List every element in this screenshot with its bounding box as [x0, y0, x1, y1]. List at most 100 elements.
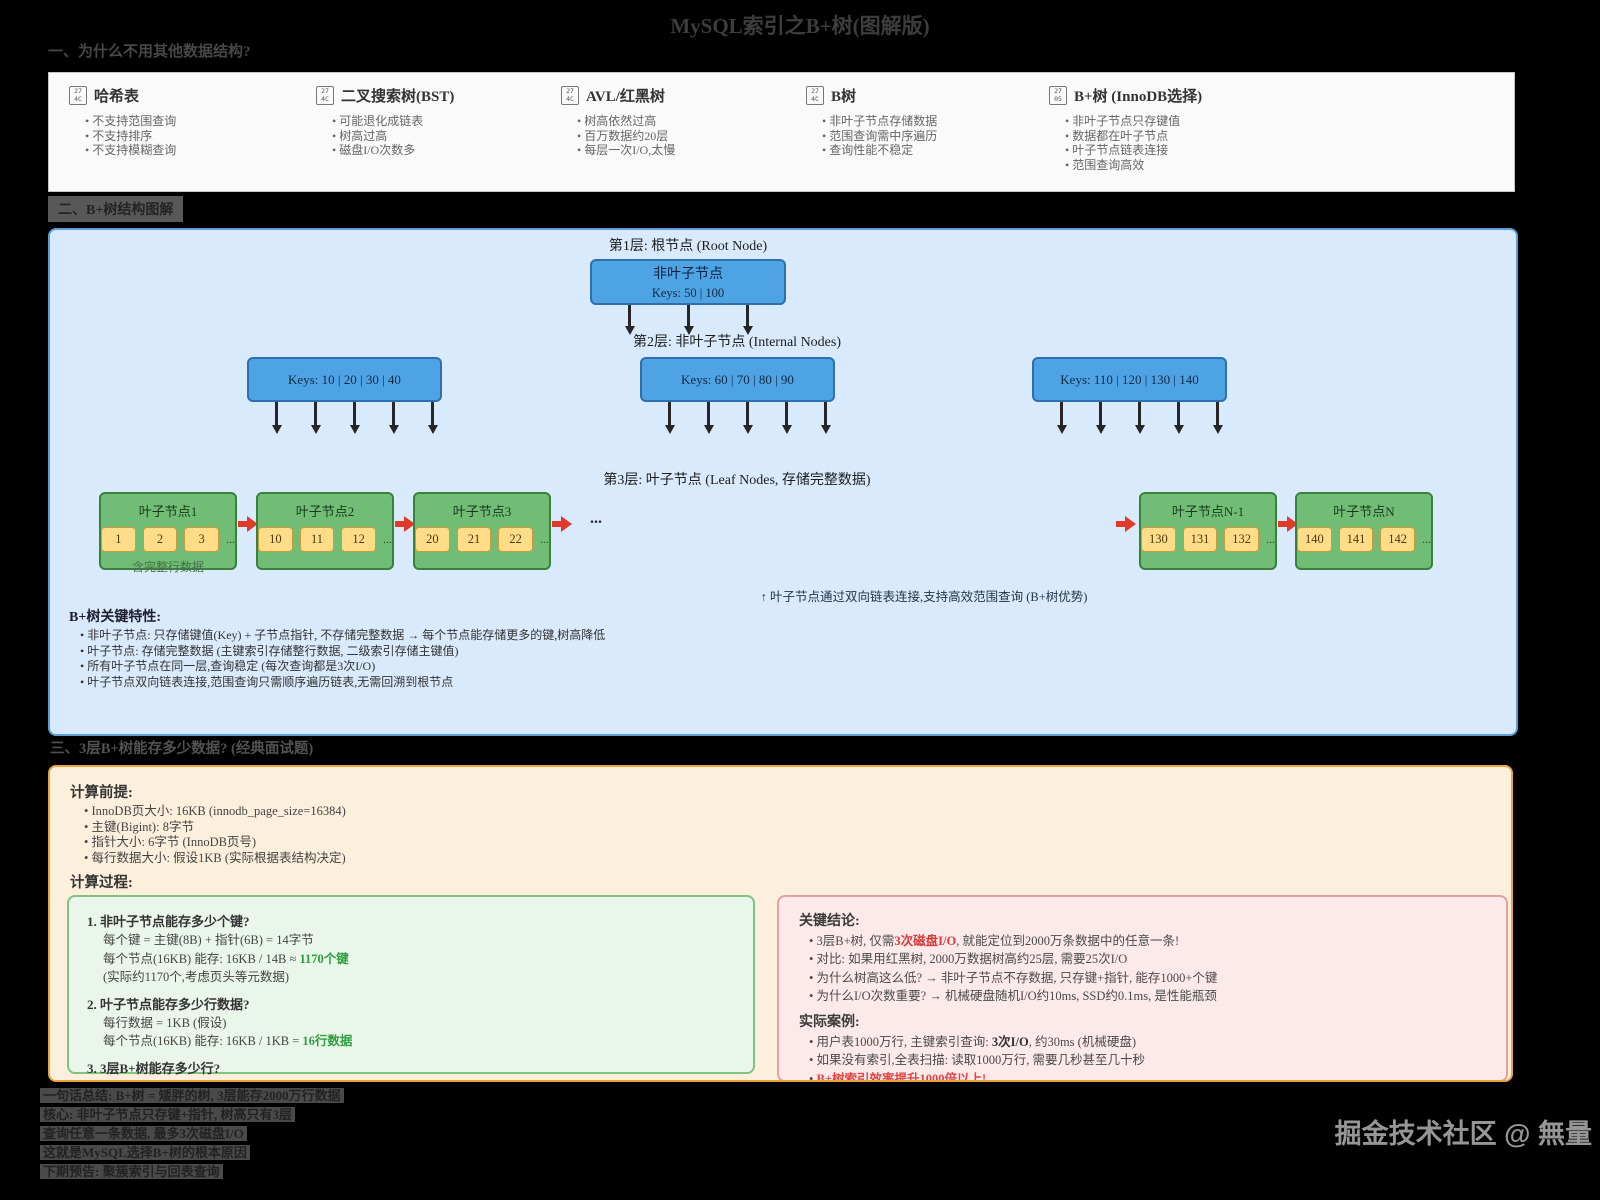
- section-2-heading: 二、B+树结构图解: [48, 196, 184, 222]
- step-question: 2. 叶子节点能存多少行数据?: [87, 996, 250, 1012]
- card-point: 范围查询高效: [1065, 158, 1284, 173]
- card-point: 叶子节点链表连接: [1065, 143, 1284, 158]
- linked-list-arrow-icon: [238, 516, 258, 532]
- down-arrow-icon: [310, 402, 321, 434]
- premise-item: 主键(Bigint): 8字节: [84, 820, 346, 836]
- conclusion-item: 3层B+树, 仅需3次磁盘I/O, 就能定位到2000万条数据中的任意一条!: [809, 934, 1486, 949]
- leaf-key-cell: 20: [415, 527, 450, 552]
- section-1-heading: 一、为什么不用其他数据结构?: [48, 44, 251, 60]
- footer-line: 查询任意一条数据, 最多3次磁盘I/O: [40, 1124, 344, 1143]
- card-point: 查询性能不稳定: [822, 143, 1041, 158]
- leaf-title: 叶子节点N-1: [1171, 504, 1245, 519]
- down-arrow-icon: [1212, 402, 1223, 434]
- card-point: 不支持模糊查询: [85, 143, 304, 158]
- premise-item: InnoDB页大小: 16KB (innodb_page_size=16384): [84, 804, 346, 820]
- feature-item: 叶子节点: 存储完整数据 (主键索引存储整行数据, 二级索引存储主键值): [80, 644, 605, 660]
- case-item: 用户表1000万行, 主键索引查询: 3次I/O, 约30ms (机械硬盘): [809, 1035, 1486, 1050]
- step-line: 每个键 = 主键(8B) + 指针(6B) = 14字节: [103, 933, 314, 947]
- features-heading: B+树关键特性:: [69, 610, 161, 625]
- down-arrow-icon: [820, 402, 831, 434]
- page-title: MySQL索引之B+树(图解版): [670, 14, 930, 38]
- leaf-key-cell: 140: [1297, 527, 1332, 552]
- step-line: 每个节点(16KB) 能存: 16KB / 14B ≈ 1170个键: [103, 951, 349, 966]
- root-node-keys: Keys: 50 | 100: [651, 286, 725, 300]
- linked-list-caption: ↑ 叶子节点通过双向链表连接,支持高效范围查询 (B+树优势): [760, 590, 1088, 604]
- leaf-key-cell: 142: [1380, 527, 1416, 552]
- linked-list-arrow-icon: [1278, 516, 1298, 532]
- down-arrow-icon: [349, 402, 360, 434]
- leaf-key-cell: 22: [498, 527, 534, 552]
- card-point: 数据都在叶子节点: [1065, 129, 1284, 144]
- card-point: 不支持排序: [85, 129, 304, 144]
- internal-node-left: Keys: 10 | 20 | 30 | 40: [247, 357, 442, 402]
- feature-item: 非叶子节点: 只存储键值(Key) + 子节点指针, 不存储完整数据 → 每个节…: [80, 628, 605, 644]
- leaf-title: 叶子节点3: [452, 504, 512, 519]
- internal-node-keys: Keys: 110 | 120 | 130 | 140: [1060, 371, 1199, 387]
- conclusion-heading: 关键结论:: [799, 914, 860, 929]
- down-arrow-icon: [781, 402, 792, 434]
- leaf-title: 叶子节点1: [138, 504, 198, 519]
- leaf-note: 含完整行数据: [131, 560, 204, 574]
- footer-notes: 一句话总结: B+树 = 矮胖的树, 3层能存2000万行数据 核心: 非叶子节…: [40, 1086, 344, 1181]
- btree-diagram-panel: 第1层: 根节点 (Root Node) 非叶子节点 Keys: 50 | 10…: [48, 228, 1518, 736]
- card-title: 哈希表: [94, 89, 140, 105]
- calc-steps-box: 1. 非叶子节点能存多少个键? 每个键 = 主键(8B) + 指针(6B) = …: [67, 895, 755, 1080]
- leaf-key-cell: 1: [101, 527, 136, 552]
- leaf-keys-ellipsis: ...: [1422, 532, 1432, 546]
- layer-3-label: 第3层: 叶子节点 (Leaf Nodes, 存储完整数据): [603, 473, 871, 488]
- red-highlight: B+树索引效率提升1000倍以上!: [816, 1071, 987, 1082]
- leaf-key-cell: 141: [1338, 527, 1374, 552]
- card-title: AVL/红黑树: [586, 89, 665, 105]
- case-heading: 实际案例:: [799, 1015, 860, 1030]
- conclusion-item: 为什么树高这么低? → 非叶子节点不存数据, 只存键+指针, 能存1000+个键: [809, 971, 1486, 986]
- bold-highlight: 3次I/O: [991, 1034, 1029, 1049]
- leaf-keys-ellipsis: ...: [226, 532, 236, 546]
- leaf-key-cell: 2: [142, 527, 178, 552]
- down-arrow-icon: [742, 305, 753, 335]
- card-title: 二叉搜索树(BST): [341, 89, 455, 105]
- layer-2-label: 第2层: 非叶子节点 (Internal Nodes): [632, 335, 842, 350]
- card-point: 非叶子节点只存键值: [1065, 114, 1284, 129]
- leaf-gap-ellipsis: ...: [590, 510, 602, 527]
- card-point: 每层一次I/O,太慢: [577, 143, 796, 158]
- premise-item: 每行数据大小: 假设1KB (实际根据表结构决定): [84, 851, 346, 867]
- red-highlight: 3次磁盘I/O: [894, 933, 957, 948]
- step-line: 每个节点(16KB) 能存: 16KB / 1KB = 16行数据: [103, 1034, 353, 1048]
- down-arrow-icon: [703, 402, 714, 434]
- leaf-key-cell: 132: [1224, 527, 1260, 552]
- down-arrow-icon: [1134, 402, 1145, 434]
- section-3-heading: 三、3层B+树能存多少数据? (经典面试题): [50, 741, 314, 757]
- internal-node-keys: Keys: 10 | 20 | 30 | 40: [288, 371, 401, 387]
- calculation-panel: 计算前提: InnoDB页大小: 16KB (innodb_page_size=…: [48, 765, 1513, 1082]
- card-point: 树高过高: [332, 129, 551, 144]
- layer-1-label: 第1层: 根节点 (Root Node): [608, 239, 768, 254]
- case-item: 如果没有索引,全表扫描: 读取1000万行, 需要几秒甚至几十秒: [809, 1053, 1486, 1068]
- internal-node-keys: Keys: 60 | 70 | 80 | 90: [681, 371, 794, 387]
- leaf-key-cell: 11: [299, 527, 335, 552]
- down-arrow-icon: [388, 402, 399, 434]
- leaf-node-n: 叶子节点N 140 141 142 ...: [1295, 492, 1433, 570]
- down-arrow-icon: [1173, 402, 1184, 434]
- down-arrow-icon: [742, 402, 753, 434]
- footer-line: 下期预告: 聚簇索引与回表查询: [40, 1162, 344, 1181]
- card-point: 不支持范围查询: [85, 114, 304, 129]
- footer-line: 核心: 非叶子节点只存键+指针, 树高只有3层: [40, 1105, 344, 1124]
- card-point: 百万数据约20层: [577, 129, 796, 144]
- leaf-node-1: 叶子节点1 1 2 3 ... 含完整行数据: [99, 492, 237, 574]
- process-heading: 计算过程:: [70, 875, 133, 891]
- watermark: 掘金技术社区 @ 無量: [1334, 1119, 1592, 1149]
- down-arrow-icon: [1056, 402, 1067, 434]
- down-arrow-icon: [664, 402, 675, 434]
- step-question: 1. 非叶子节点能存多少个键?: [87, 914, 250, 929]
- leaf-node-3: 叶子节点3 20 21 22 ...: [413, 492, 551, 570]
- root-node-title: 非叶子节点: [653, 267, 723, 282]
- conclusion-item: 对比: 如果用红黑树, 2000万数据树高约25层, 需要25次I/O: [809, 952, 1486, 967]
- linked-list-arrow-icon: [1116, 516, 1136, 532]
- green-highlight: 1170个键: [299, 951, 349, 966]
